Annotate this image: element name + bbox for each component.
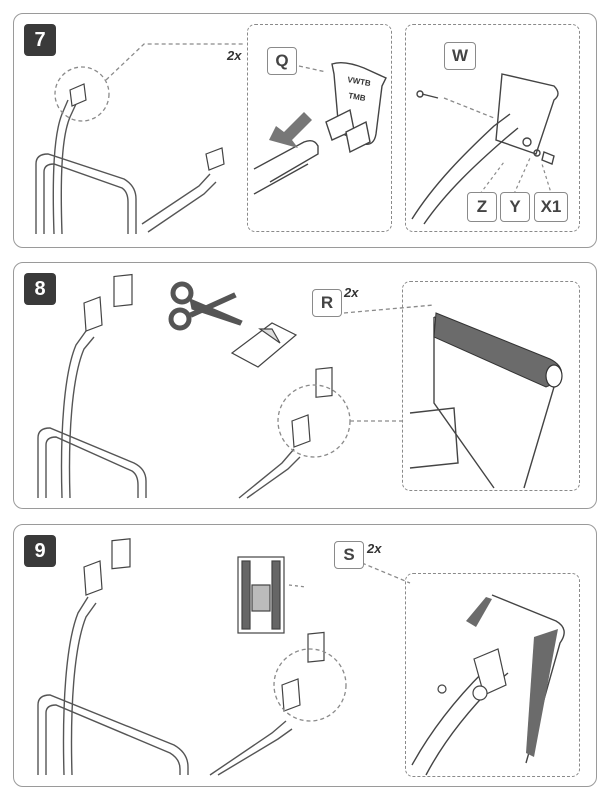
- step-8-panel: 8 2x: [13, 262, 597, 509]
- label-placement-illustration: [37, 538, 565, 776]
- handle-assembly-illustration: VWTB TMB: [35, 43, 559, 235]
- part-label-y: Y: [500, 192, 530, 222]
- step-number: 9: [24, 535, 56, 567]
- multiplier-label: 2x: [344, 285, 359, 300]
- multiplier-label: 2x: [367, 541, 382, 556]
- bracket-text-bottom: TMB: [348, 91, 367, 103]
- part-label-s: S: [334, 541, 364, 569]
- multiplier-label: 2x: [227, 48, 242, 63]
- scissors-icon: [168, 281, 243, 331]
- part-label-x1: X1: [534, 192, 568, 222]
- detail-box-s: [405, 573, 580, 777]
- zoom-circle: [54, 66, 110, 122]
- part-label-q: Q: [267, 47, 297, 75]
- detail-box-w: [405, 24, 580, 232]
- push-arrow-icon: [269, 112, 312, 148]
- step-9-panel: 9 2x: [13, 524, 597, 787]
- step-7-panel: 7 2x: [13, 13, 597, 248]
- step-number: 8: [24, 273, 56, 305]
- part-label-w: W: [444, 42, 476, 70]
- detail-box-q: [247, 24, 392, 232]
- bracket-text-top: VWTB: [347, 75, 372, 88]
- detail-box-r: [402, 281, 580, 491]
- part-label-z: Z: [467, 192, 497, 222]
- part-label-r: R: [312, 289, 342, 317]
- step-number: 7: [24, 24, 56, 56]
- label-application-illustration: [37, 273, 563, 499]
